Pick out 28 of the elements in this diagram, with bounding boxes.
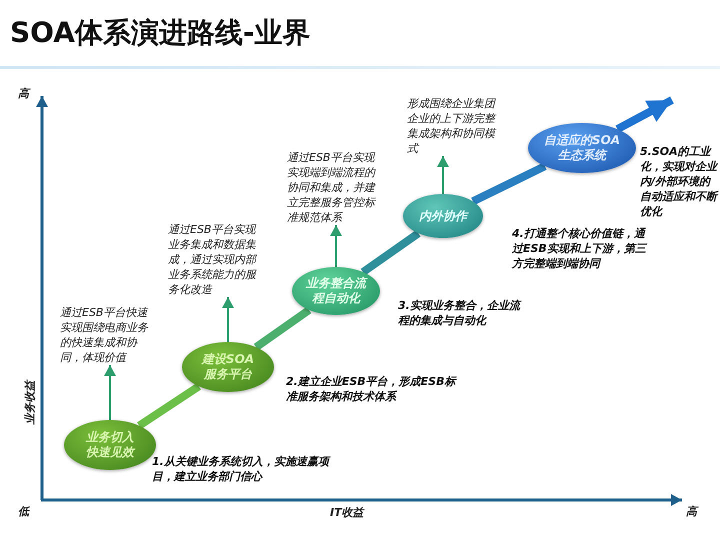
axis-label: 高 (18, 86, 29, 101)
stage-description: 5.SOA的工业化，实现对企业内/外部环境的自动适应和不断优化 (640, 144, 718, 219)
stage-ellipse: 业务整合流程自动化 (292, 267, 380, 315)
stage-description: 3.实现业务整合，企业流程的集成与自动化 (398, 298, 520, 328)
title: SOA体系演进路线-业界 (10, 15, 311, 51)
arrow (104, 365, 116, 420)
note-text: 形成围绕企业集团企业的上下游完整集成架构和协同模式 (407, 96, 498, 156)
progress-arrow (616, 96, 674, 133)
arrow (330, 225, 342, 267)
axis-label: IT收益 (330, 505, 364, 520)
axis-label: 业务收益 (22, 380, 38, 424)
arrow (222, 297, 234, 342)
axis-label: 低 (18, 504, 29, 519)
progress-band (360, 230, 421, 276)
stage-ellipse: 自适应的SOA生态系统 (528, 123, 636, 173)
stage-ellipse: 建设SOA服务平台 (182, 342, 274, 392)
arrow (437, 156, 449, 194)
note-text: 通过ESB平台实现实现端到端流程的协同和集成，并建立完整服务管控标准规范体系 (287, 150, 377, 225)
progress-band (137, 382, 201, 430)
progress-band (254, 306, 312, 350)
note-text: 通过ESB平台实现业务集成和数据集成，通过实现内部业务系统能力的服务化改造 (168, 222, 258, 297)
progress-band (471, 162, 547, 205)
stage-description: 1.从关键业务系统切入，实施速赢项目，建立业务部门信心 (152, 454, 332, 484)
axis-label: 高 (686, 504, 697, 519)
stage-description: 4.打通整个核心价值链，通过ESB实现和上下游，第三方完整端到端协同 (512, 226, 647, 271)
note-text: 通过ESB平台快速实现围绕电商业务的快速集成和协同，体现价值 (60, 305, 150, 365)
stage-description: 2.建立企业ESB平台，形成ESB标准服务架构和技术体系 (286, 374, 458, 404)
stage-ellipse: 内外协作 (403, 194, 483, 238)
